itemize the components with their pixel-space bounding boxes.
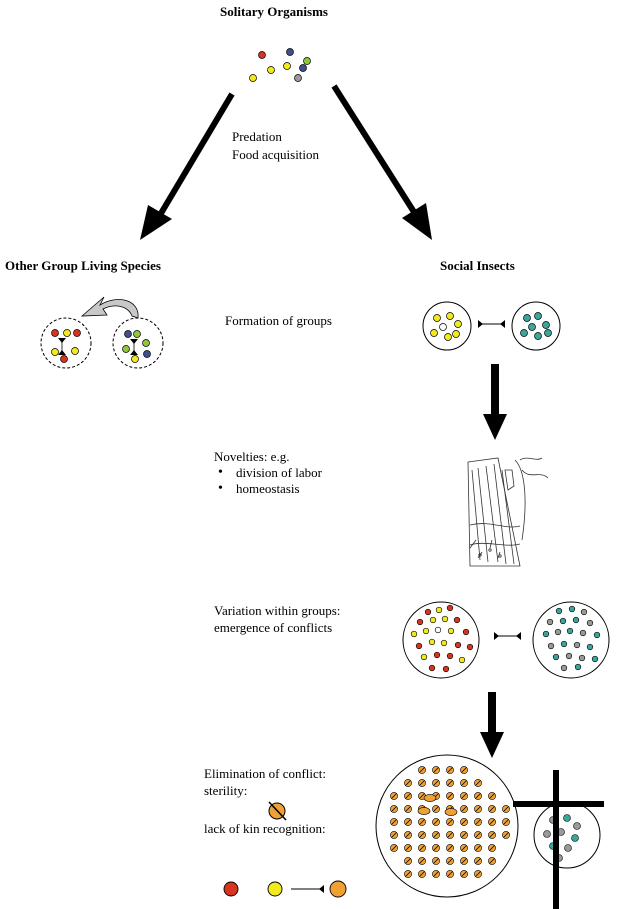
hatch-line <box>475 819 481 825</box>
hatch-line <box>391 793 397 799</box>
hatch-line <box>419 767 425 773</box>
hatch-line <box>419 871 425 877</box>
hatch-line <box>433 806 439 812</box>
hatched-ellipse <box>444 808 458 816</box>
hatch-line <box>461 858 467 864</box>
hatch-line <box>419 819 425 825</box>
other-species-groups <box>40 296 164 369</box>
sterility-icon <box>268 801 287 821</box>
hatch-line <box>461 871 467 877</box>
label-kin: lack of kin recognition: <box>204 821 326 836</box>
variation-groups <box>402 601 610 679</box>
cross-icon <box>513 770 604 909</box>
label-formation: Formation of groups <box>225 313 332 328</box>
curved-arrow-icon <box>80 296 139 319</box>
hatch-line <box>419 780 425 786</box>
hatch-line <box>447 858 453 864</box>
hatch-line <box>433 832 439 838</box>
hatch-line <box>391 819 397 825</box>
hatch-line <box>433 845 439 851</box>
hatch-line <box>419 858 425 864</box>
hatch-line <box>419 832 425 838</box>
list-item: homeostasis <box>214 481 322 497</box>
hatch-line <box>461 793 467 799</box>
social-groups <box>422 301 561 351</box>
hatch-line <box>433 858 439 864</box>
hatch-line <box>461 832 467 838</box>
hatch-line <box>433 780 439 786</box>
vertical-arrow-2 <box>480 692 504 758</box>
hatched-dots <box>390 766 510 878</box>
hatch-line <box>447 767 453 773</box>
hatch-line <box>405 806 411 812</box>
hatch-line <box>419 793 425 799</box>
hatch-line <box>489 806 495 812</box>
hatch-line <box>461 845 467 851</box>
diagonal-arrows <box>140 84 432 240</box>
hatch-line <box>433 767 439 773</box>
vertical-arrow-1 <box>483 364 507 440</box>
hatch-line <box>405 858 411 864</box>
heading-social-insects: Social Insects <box>440 258 515 273</box>
hatched-ellipse <box>417 807 431 815</box>
list-item: division of labor <box>214 465 322 481</box>
arrow-head-right <box>402 203 432 240</box>
hatch-line <box>405 780 411 786</box>
label-elimination-2: sterility: <box>204 783 248 798</box>
label-variation-1: Variation within groups: <box>214 603 341 618</box>
hatch-line <box>503 832 509 838</box>
solitary-dots <box>249 48 311 82</box>
label-elimination-1: Elimination of conflict: <box>204 766 327 781</box>
arrow-head-left <box>140 205 172 240</box>
hatch-line <box>461 767 467 773</box>
hatch-line <box>475 858 481 864</box>
hatch-line <box>405 832 411 838</box>
hatch-line <box>475 793 481 799</box>
hatch-line <box>405 871 411 877</box>
hatch-line <box>405 793 411 799</box>
label-food: Food acquisition <box>232 147 320 162</box>
hatch-line <box>489 793 495 799</box>
label-predation: Predation <box>232 129 282 144</box>
hatch-line <box>461 819 467 825</box>
merge-row <box>223 880 347 898</box>
hatch-line <box>447 819 453 825</box>
hatch-line <box>489 819 495 825</box>
hatch-line <box>391 845 397 851</box>
hatch-line <box>447 845 453 851</box>
hatch-line <box>447 832 453 838</box>
hatch-line <box>391 806 397 812</box>
heading-other-species: Other Group Living Species <box>5 258 161 273</box>
hatch-line <box>419 845 425 851</box>
novelties-block: Novelties: e.g. division of labor homeos… <box>214 449 322 497</box>
excluded-colony <box>513 770 604 909</box>
hatch-line <box>489 858 495 864</box>
nest-drawing-icon <box>467 457 549 567</box>
hatch-line <box>461 780 467 786</box>
hatch-line <box>475 806 481 812</box>
label-variation-2: emergence of conflicts <box>214 620 333 635</box>
hatch-line <box>461 806 467 812</box>
hatch-line <box>447 793 453 799</box>
hatch-line <box>447 871 453 877</box>
hatch-line <box>433 819 439 825</box>
hatch-line <box>475 845 481 851</box>
novelties-list: division of labor homeostasis <box>214 465 322 497</box>
hatch-line <box>405 819 411 825</box>
hatch-line <box>447 780 453 786</box>
hatch-line <box>489 832 495 838</box>
hatch-line <box>503 819 509 825</box>
hatch-line <box>503 806 509 812</box>
hatch-line <box>475 871 481 877</box>
hatch-line <box>391 832 397 838</box>
hatch-line <box>475 832 481 838</box>
hatched-ellipse <box>423 794 437 802</box>
novelties-heading: Novelties: e.g. <box>214 449 290 464</box>
hatch-line <box>433 871 439 877</box>
hatch-line <box>489 845 495 851</box>
hatch-line <box>405 845 411 851</box>
hatch-line <box>475 780 481 786</box>
title-solitary: Solitary Organisms <box>220 4 328 19</box>
